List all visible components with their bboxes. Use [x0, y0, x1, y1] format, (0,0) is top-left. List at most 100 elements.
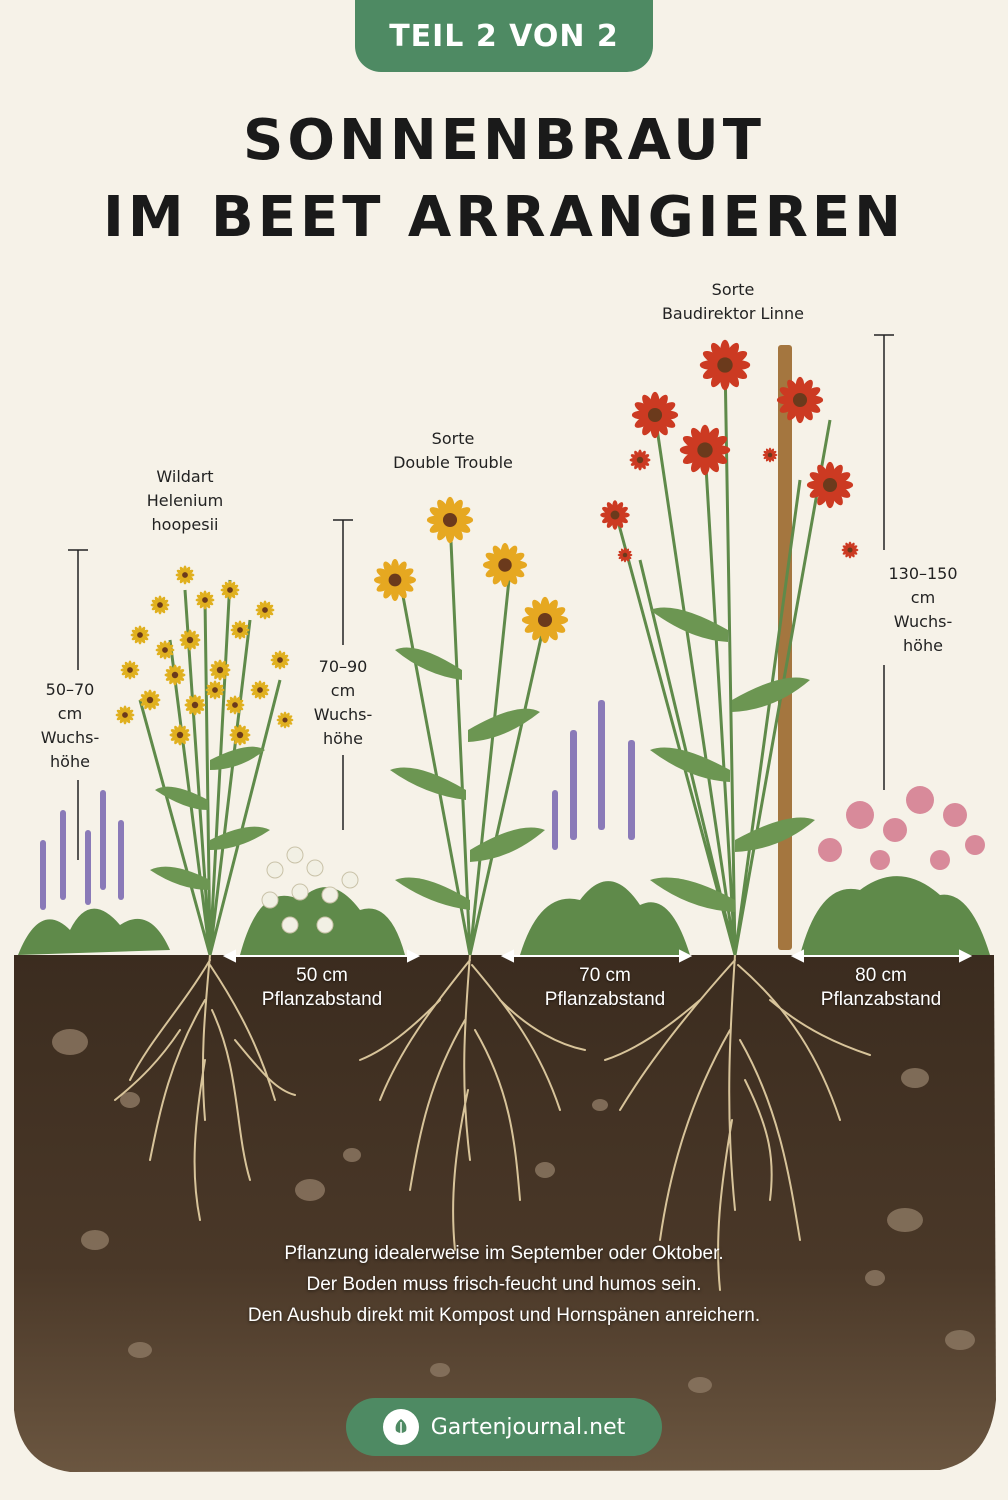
plant-1-height-line: cm — [57, 704, 83, 723]
plant-2-name: Sorte Double Trouble — [378, 427, 528, 475]
flower-head — [482, 542, 528, 588]
flower-head — [220, 580, 240, 600]
flower-head — [150, 595, 170, 615]
plant-3-name-line: Baudirektor Linne — [661, 304, 805, 323]
plant-1-name-line: Helenium — [146, 491, 224, 510]
flower-head — [175, 565, 195, 585]
part-badge-label: TEIL 2 VON 2 — [389, 18, 619, 54]
support-stake — [778, 345, 792, 950]
lavender-middle — [552, 700, 635, 850]
brand-badge[interactable]: Gartenjournal.net — [346, 1398, 662, 1456]
plant-1-name-line: Wildart — [156, 467, 214, 486]
ground-foliage — [18, 876, 990, 955]
plant-2-height-line: Wuchs- — [313, 705, 373, 724]
lavender-left — [40, 790, 124, 910]
brand-name: Gartenjournal.net — [430, 1414, 626, 1440]
flower-head — [205, 680, 225, 700]
plant-3-flowers — [600, 339, 859, 563]
plant-3-height-line: Wuchs- — [893, 612, 953, 631]
flower-head — [426, 496, 474, 544]
flower-head — [225, 695, 245, 715]
flower-head — [679, 424, 731, 476]
plant-2-leaves — [390, 647, 545, 910]
info-line: Den Aushub direkt mit Kompost und Hornsp… — [247, 1305, 761, 1326]
plant-3-leaves — [650, 607, 815, 912]
flower-head — [230, 620, 250, 640]
plant-3-height: 130–150 cm Wuchs- höhe — [878, 562, 968, 658]
roots — [114, 954, 871, 1291]
flower-head — [184, 694, 206, 716]
flower-head — [209, 659, 231, 681]
spacing-label-2: 70 cm Pflanzabstand — [505, 964, 705, 1012]
spacing-distance: 70 cm — [579, 965, 631, 986]
flower-head — [130, 625, 150, 645]
flower-head — [841, 541, 859, 559]
plant-2-height-line: cm — [330, 681, 356, 700]
spacing-label-3: 80 cm Pflanzabstand — [781, 964, 981, 1012]
plant-1-leaves — [150, 746, 270, 890]
plant-2-height: 70–90 cm Wuchs- höhe — [303, 655, 383, 751]
plant-3-height-line: höhe — [903, 636, 943, 655]
spacing-arrows — [222, 949, 973, 963]
plant-2-flowers — [374, 496, 569, 644]
height-indicators — [68, 334, 894, 860]
flower-head — [155, 640, 175, 660]
plant-1-height-line: Wuchs- — [40, 728, 100, 747]
flower-head — [179, 629, 201, 651]
flower-head — [521, 596, 569, 644]
white-flower-cluster — [261, 846, 359, 934]
yarrow-cluster — [818, 786, 985, 870]
spacing-caption: Pflanzabstand — [261, 989, 383, 1010]
flower-head — [629, 449, 651, 471]
plant-1-flowers — [115, 565, 294, 746]
plant-2-height-line: 70–90 — [318, 657, 368, 676]
soil-stones — [52, 1029, 975, 1393]
plant-3-height-line: 130–150 — [888, 564, 958, 583]
planting-info: Pflanzung idealerweise im September oder… — [154, 1238, 854, 1331]
plant-2-name-line: Sorte — [431, 429, 475, 448]
flower-head — [699, 339, 751, 391]
spacing-caption: Pflanzabstand — [820, 989, 942, 1010]
flower-head — [270, 650, 290, 670]
flower-head — [169, 724, 191, 746]
plant-3-name: Sorte Baudirektor Linne — [648, 278, 818, 326]
flower-head — [776, 376, 824, 424]
plant-3-stems — [613, 359, 832, 956]
page-title-line-1: SONNENBRAUT — [243, 108, 765, 173]
plant-2-height-line: höhe — [323, 729, 363, 748]
flower-head — [229, 724, 251, 746]
info-line: Der Boden muss frisch-feucht und humos s… — [306, 1274, 702, 1295]
page-title-line-2: IM BEET ARRANGIEREN — [102, 185, 906, 250]
plant-2-stems — [398, 519, 547, 956]
plant-1-height-line: höhe — [50, 752, 90, 771]
plant-3-height-line: cm — [910, 588, 936, 607]
leaf-logo-icon — [382, 1409, 419, 1445]
plant-2-name-line: Double Trouble — [393, 453, 513, 472]
part-badge: TEIL 2 VON 2 — [355, 0, 653, 72]
spacing-distance: 50 cm — [296, 965, 348, 986]
plant-1-name-line: hoopesii — [151, 515, 219, 534]
flower-head — [374, 559, 416, 601]
flower-head — [762, 447, 778, 463]
flower-head — [195, 590, 215, 610]
plant-1-height-line: 50–70 — [45, 680, 95, 699]
flower-head — [255, 600, 275, 620]
flower-head — [250, 680, 270, 700]
flower-head — [164, 664, 186, 686]
flower-head — [115, 705, 135, 725]
flower-head — [139, 689, 161, 711]
spacing-caption: Pflanzabstand — [544, 989, 666, 1010]
flower-head — [600, 500, 630, 530]
spacing-label-1: 50 cm Pflanzabstand — [222, 964, 422, 1012]
flower-head — [617, 547, 633, 563]
flower-head — [120, 660, 140, 680]
info-line: Pflanzung idealerweise im September oder… — [284, 1243, 724, 1264]
flower-head — [631, 391, 679, 439]
plant-1-height: 50–70 cm Wuchs- höhe — [30, 678, 110, 774]
spacing-distance: 80 cm — [855, 965, 907, 986]
soil-block — [14, 955, 996, 1472]
flower-head — [276, 711, 294, 729]
plant-1-name: Wildart Helenium hoopesii — [135, 465, 235, 537]
flower-head — [806, 461, 854, 509]
